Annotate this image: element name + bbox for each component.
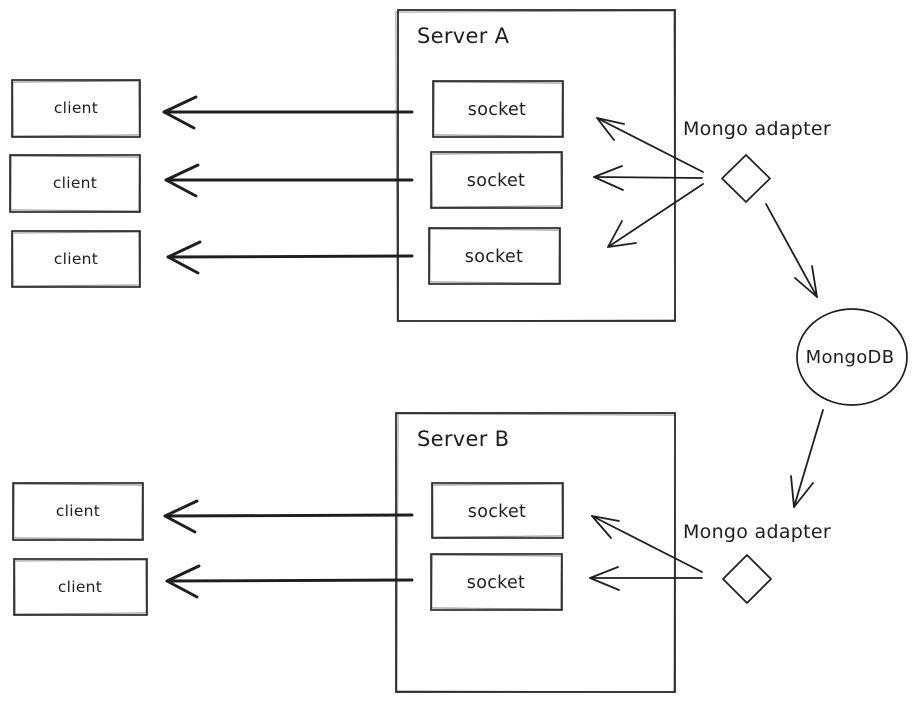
arrow-socket-b1-to-client-4 [163, 499, 414, 534]
server-b-title: Server B [417, 427, 509, 451]
socket-label-a1: socket [468, 100, 526, 120]
mongodb-label: MongoDB [806, 347, 895, 368]
socket-label-b2: socket [467, 573, 525, 593]
client-label-3: client [54, 250, 98, 268]
client-box-4 [12, 482, 144, 541]
arrow-adapter-bottom-to-socket-b1 [591, 515, 703, 573]
mongodb-circle [796, 308, 908, 406]
client-box-5 [13, 558, 148, 616]
arrow-adapter-top-to-socket-a2 [593, 165, 703, 191]
arrow-adapter-top-to-socket-a3 [607, 183, 704, 248]
client-box-1 [11, 79, 141, 138]
client-box-3 [11, 230, 141, 288]
client-label-5: client [58, 578, 102, 596]
socket-box-b1 [431, 482, 564, 539]
arrow-socket-b2-to-client-5 [165, 564, 414, 599]
mongo-adapter-bottom-label: Mongo adapter [683, 521, 831, 543]
socket-label-a3: socket [465, 247, 523, 267]
socket-box-a3 [428, 227, 561, 285]
arrow-mongodb-to-adapter-bottom [790, 409, 824, 508]
arrow-socket-a1-to-client-1 [162, 95, 414, 130]
client-box-2 [9, 154, 141, 213]
mongo-adapter-top-diamond [721, 154, 771, 203]
socket-box-a2 [430, 151, 563, 209]
socket-box-b2 [430, 553, 563, 611]
socket-box-a1 [432, 80, 564, 138]
server-b-box [395, 412, 676, 693]
socket-label-b1: socket [468, 502, 526, 522]
arrow-socket-a2-to-client-2 [164, 163, 414, 198]
arrow-adapter-top-to-mongodb [765, 203, 818, 298]
arrow-adapter-top-to-socket-a1 [596, 117, 704, 173]
arrow-socket-a3-to-client-3 [166, 240, 414, 275]
arrow-adapter-bottom-to-socket-b2 [589, 566, 703, 591]
mongo-adapter-top-label: Mongo adapter [683, 118, 831, 140]
mongo-adapter-bottom-diamond [722, 554, 772, 604]
client-label-4: client [56, 502, 100, 520]
server-a-title: Server A [417, 24, 510, 48]
client-label-1: client [54, 99, 98, 117]
client-label-2: client [53, 174, 97, 192]
socket-label-a2: socket [467, 171, 525, 191]
